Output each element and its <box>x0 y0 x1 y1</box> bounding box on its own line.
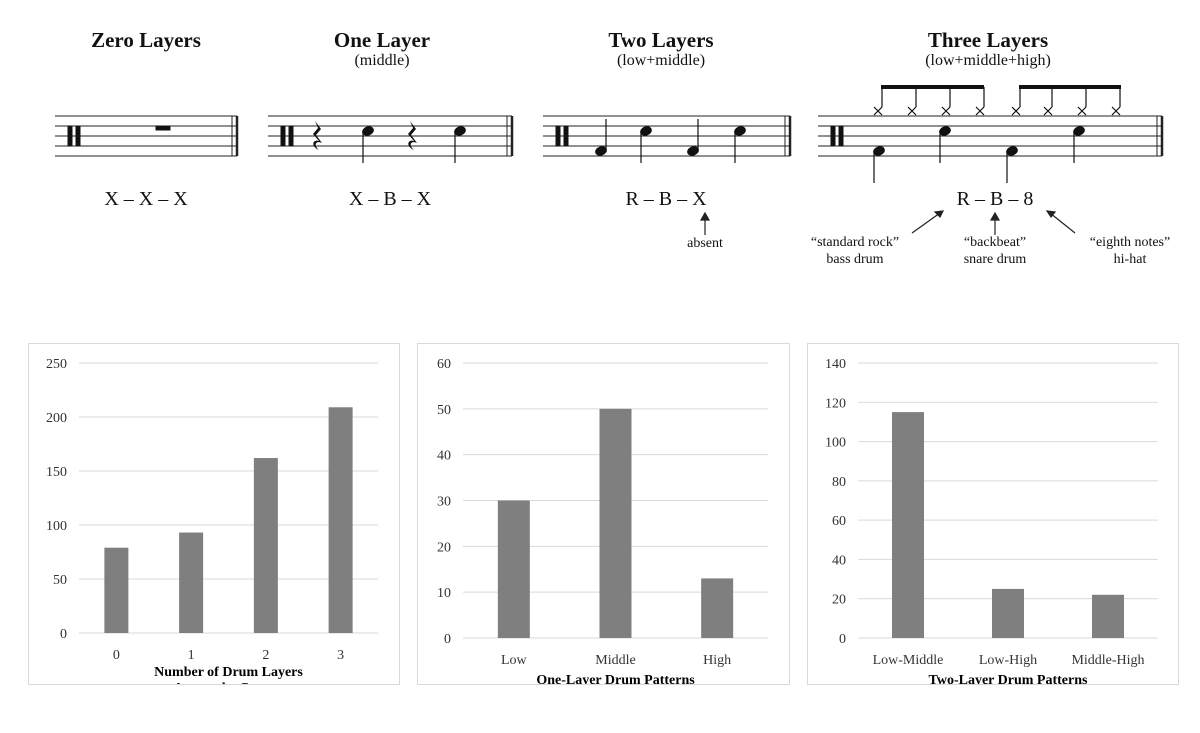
bar-low <box>497 500 530 638</box>
annotation-eighth-2: hi-hat <box>1113 252 1147 267</box>
x-tick-label: Low-High <box>979 653 1037 668</box>
percussion-clef <box>555 125 561 147</box>
code-three: R – B – 8 <box>956 188 1034 210</box>
annotation-absent: absent <box>687 236 723 251</box>
x-tick-label: 0 <box>113 648 120 663</box>
bar-2 <box>253 458 278 633</box>
x-tick-label: 2 <box>262 648 269 663</box>
whole-rest <box>155 125 171 131</box>
panel-title-one: One Layer <box>333 28 431 52</box>
percussion-clef <box>563 125 569 147</box>
beam <box>881 85 984 89</box>
x-tick-label: Middle <box>595 653 635 668</box>
annotation-rock: “standard rock” bass drum <box>785 234 925 268</box>
y-tick-label: 50 <box>437 403 451 418</box>
y-tick-label: 250 <box>46 357 67 372</box>
bar-0 <box>104 547 129 633</box>
bar-low-high <box>992 588 1024 638</box>
y-tick-label: 140 <box>825 357 846 372</box>
x-tick-label: High <box>703 653 731 668</box>
panel-title-zero: Zero Layers <box>91 28 201 52</box>
annotation-rock-1: “standard rock” <box>810 235 900 250</box>
panel-title-three: Three Layers <box>927 28 1049 52</box>
code-one: X – B – X <box>348 188 432 210</box>
x-tick-label: 3 <box>337 648 344 663</box>
notes <box>67 85 1121 183</box>
hihat-note <box>1043 106 1053 116</box>
x-axis-label: Number of Drum Layers <box>154 665 303 680</box>
y-tick-label: 120 <box>825 396 846 411</box>
x-axis-label: Across the Corpus <box>173 681 284 684</box>
quarter-rest <box>408 121 417 150</box>
annotation-backbeat-1: “backbeat” <box>963 235 1027 250</box>
beam <box>1019 85 1121 89</box>
annotation-rock-2: bass drum <box>826 252 884 267</box>
y-tick-label: 20 <box>437 540 451 555</box>
bar-middle-high <box>1092 594 1124 638</box>
y-tick-label: 60 <box>437 357 451 372</box>
panel-subtitle-two: (low+middle) <box>616 52 706 69</box>
panel-title-two: Two Layers <box>608 28 714 52</box>
hihat-note <box>907 106 917 116</box>
y-tick-label: 100 <box>825 436 846 451</box>
percussion-clef <box>67 125 73 147</box>
hihat-note <box>1011 106 1021 116</box>
percussion-clef <box>75 125 81 147</box>
hihat-note <box>873 106 883 116</box>
bar-high <box>701 578 734 638</box>
hihat-note <box>1077 106 1087 116</box>
x-axis-label: Two-Layer Drum Patterns <box>929 673 1088 684</box>
code-zero: X – X – X <box>104 188 188 210</box>
annotation-arrows <box>699 210 1076 235</box>
percussion-clef <box>288 125 294 147</box>
y-tick-label: 20 <box>832 593 846 608</box>
y-tick-label: 50 <box>53 573 67 588</box>
y-tick-label: 0 <box>60 627 67 642</box>
bar-3 <box>328 407 353 633</box>
y-tick-label: 60 <box>832 514 846 529</box>
hihat-note <box>1111 106 1121 116</box>
hihat-note <box>975 106 985 116</box>
y-tick-label: 0 <box>444 632 451 647</box>
bar-middle <box>599 408 632 638</box>
percussion-clef <box>280 125 286 147</box>
staves <box>55 115 1164 157</box>
percussion-clef <box>838 125 844 147</box>
annotation-eighth: “eighth notes” hi-hat <box>1060 234 1200 268</box>
hihat-note <box>941 106 951 116</box>
y-tick-label: 80 <box>832 475 846 490</box>
x-tick-label: Low-Middle <box>873 653 944 668</box>
x-tick-label: Low <box>501 653 528 668</box>
quarter-rest <box>313 121 322 150</box>
y-tick-label: 0 <box>839 632 846 647</box>
panel-subtitle-three: (low+middle+high) <box>925 52 1051 69</box>
bar-low-middle <box>892 412 924 638</box>
x-tick-label: 1 <box>188 648 195 663</box>
x-axis-label: One-Layer Drum Patterns <box>536 673 695 684</box>
y-tick-label: 10 <box>437 586 451 601</box>
annotation-backbeat-2: snare drum <box>963 252 1027 267</box>
y-tick-label: 40 <box>437 449 451 464</box>
x-tick-label: Middle-High <box>1071 653 1144 668</box>
bar-1 <box>179 532 204 633</box>
annotation-backbeat: “backbeat” snare drum <box>925 234 1065 268</box>
y-tick-label: 40 <box>832 553 846 568</box>
y-tick-label: 100 <box>46 519 67 534</box>
y-tick-label: 30 <box>437 495 451 510</box>
y-tick-label: 150 <box>46 465 67 480</box>
panel-subtitle-one: (middle) <box>354 52 410 69</box>
code-two: R – B – X <box>625 188 707 210</box>
annotation-eighth-1: “eighth notes” <box>1089 235 1171 250</box>
drum-notation <box>55 85 1164 183</box>
y-tick-label: 200 <box>46 411 67 426</box>
percussion-clef <box>830 125 836 147</box>
